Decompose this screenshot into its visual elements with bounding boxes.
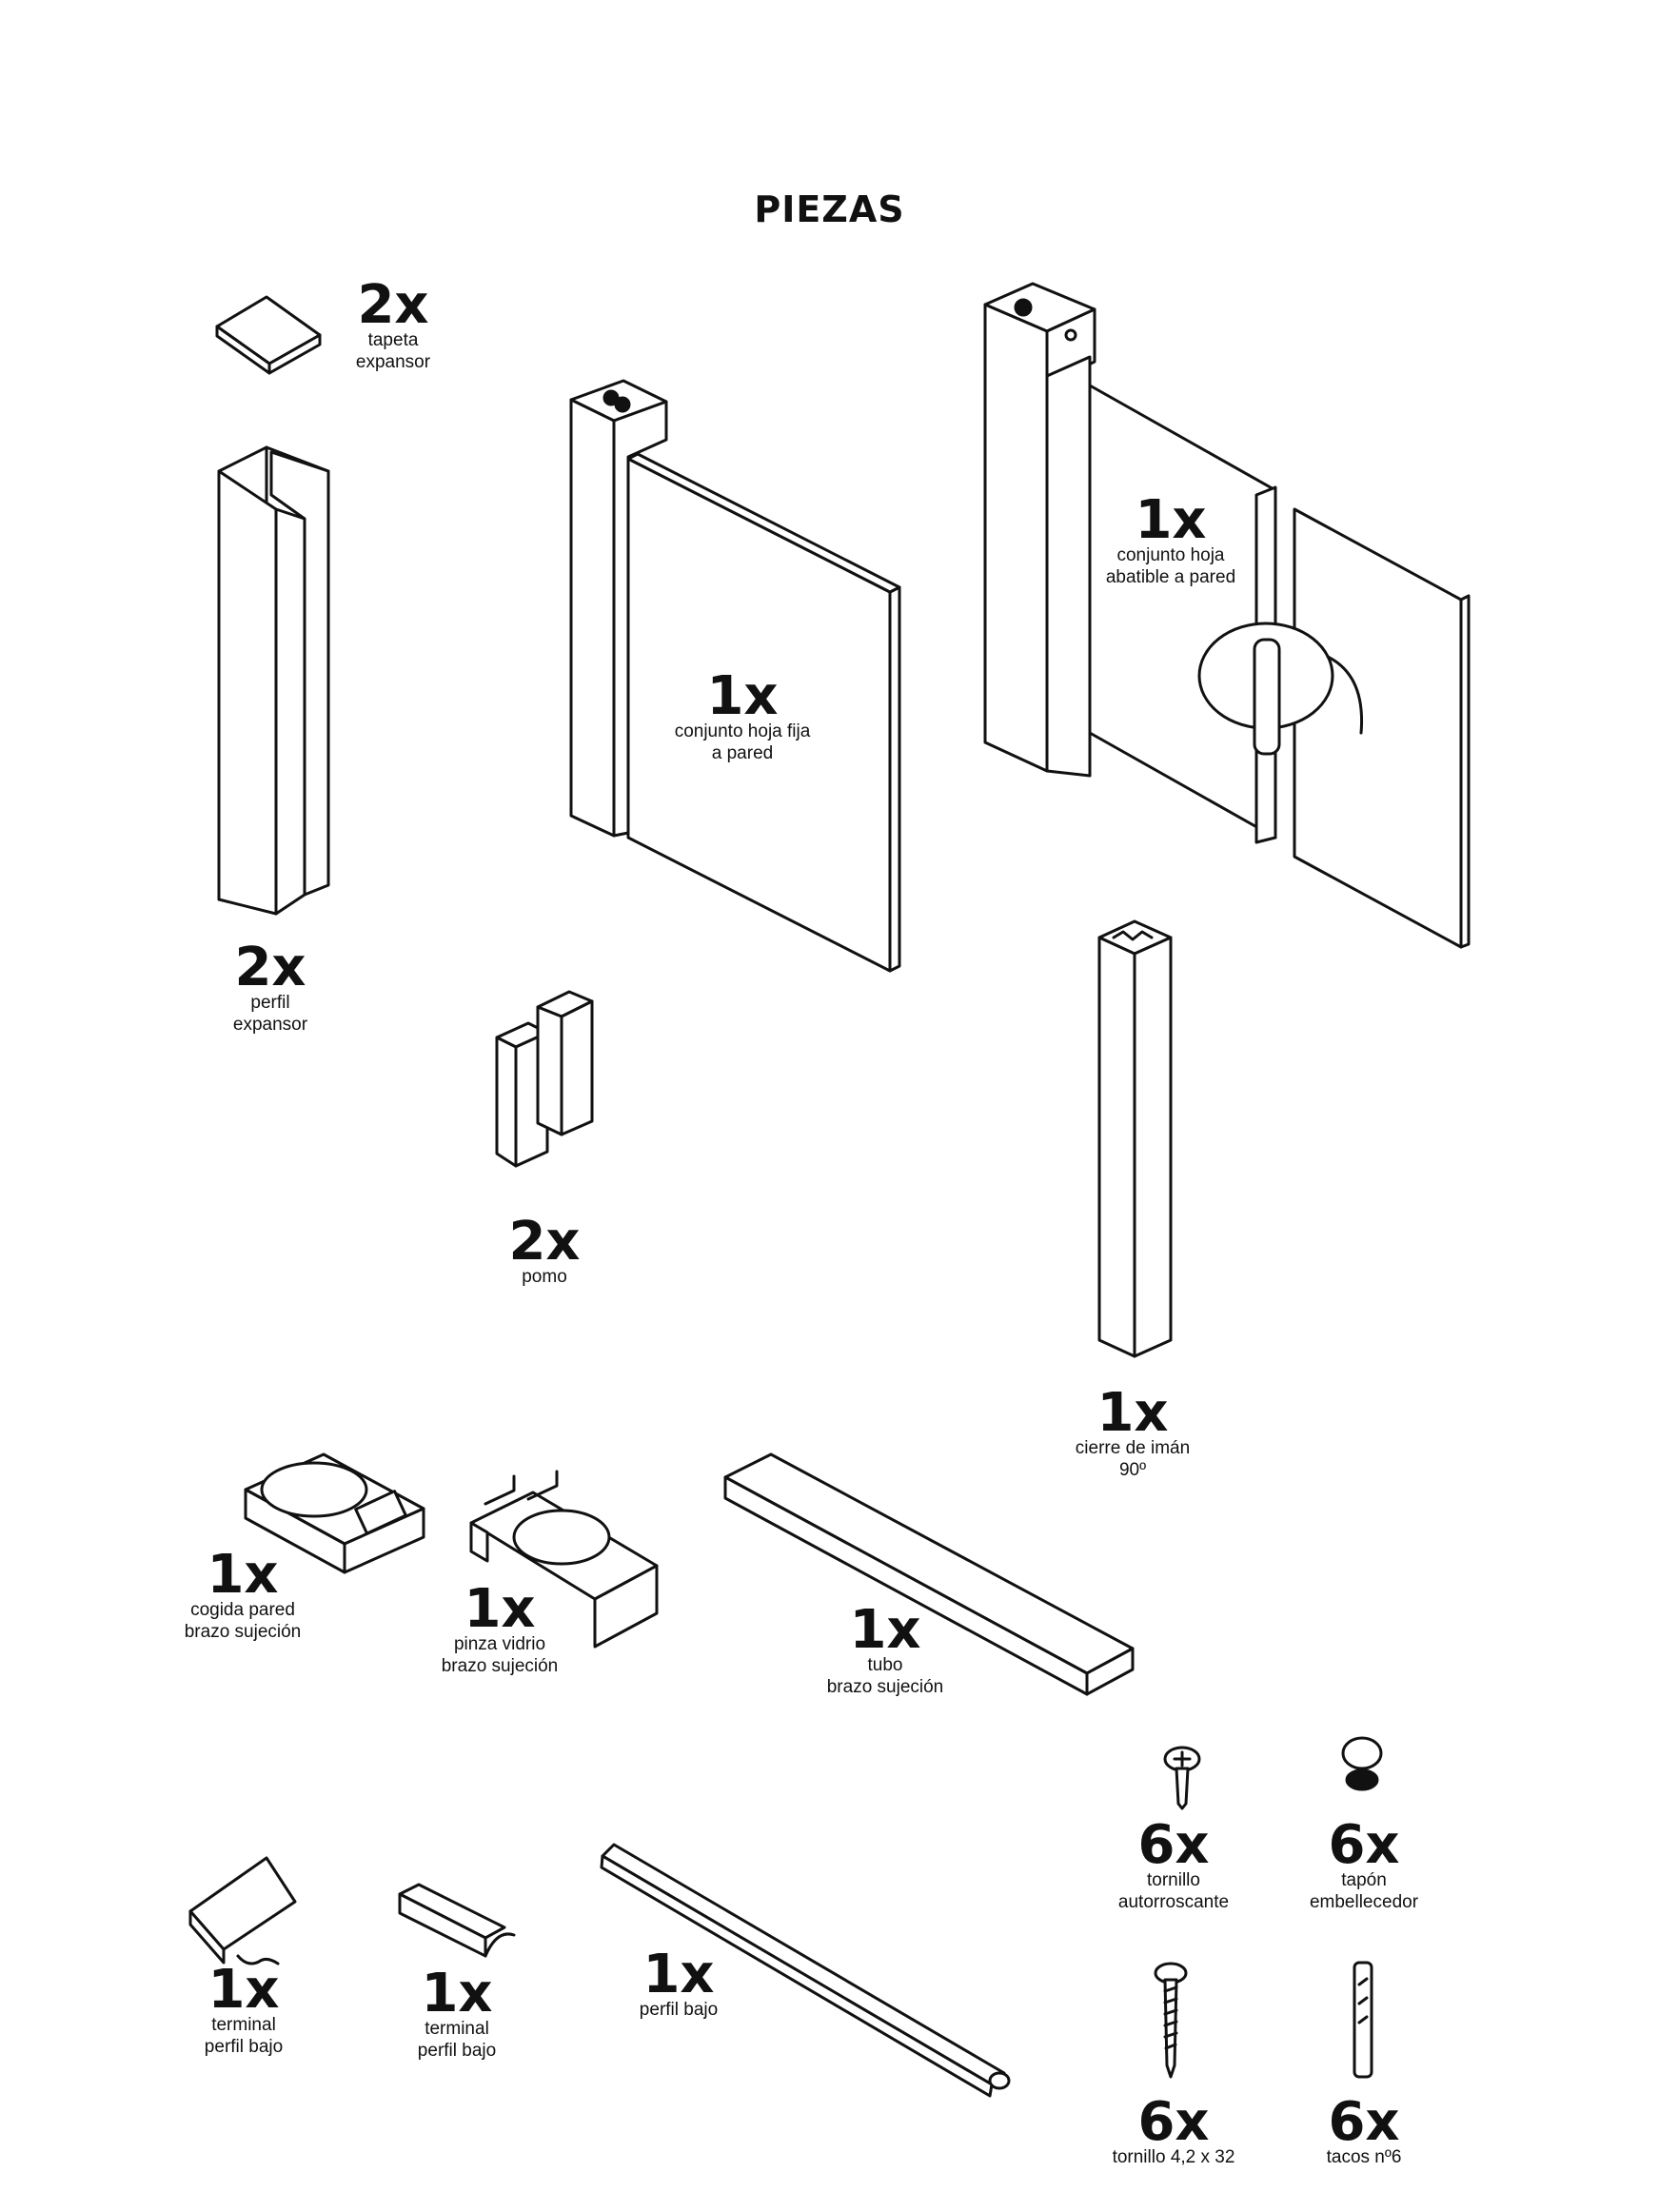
- tacos-n6-drawing: [1353, 1961, 1373, 2079]
- part-name: conjunto hoja fija: [674, 721, 811, 742]
- part-name: brazo sujeción: [184, 1621, 302, 1642]
- tapeta-expansor-drawing: [215, 295, 322, 375]
- quantity: 1x: [207, 1544, 279, 1606]
- part-label-terminal-perfil-bajo-2: 1x terminal perfil bajo: [417, 1963, 497, 2062]
- part-name: tapón: [1341, 1870, 1387, 1891]
- part-name: perfil bajo: [639, 2000, 719, 2021]
- part-name: abatible a pared: [1105, 566, 1236, 587]
- quantity: 2x: [234, 937, 306, 998]
- perfil-expansor-drawing: [217, 445, 330, 916]
- quantity: 1x: [642, 1944, 715, 2005]
- part-name: brazo sujeción: [826, 1676, 944, 1697]
- part-label-pinza-vidrio: 1x pinza vidrio brazo sujeción: [441, 1578, 559, 1677]
- tornillo-autorroscante-drawing: [1163, 1746, 1201, 1810]
- part-name: cogida pared: [190, 1600, 295, 1621]
- part-name: perfil bajo: [417, 2040, 497, 2061]
- quantity: 6x: [1137, 1814, 1210, 1876]
- page-title: PIEZAS: [754, 188, 905, 230]
- part-name: brazo sujeción: [441, 1655, 559, 1676]
- part-name: embellecedor: [1309, 1891, 1419, 1912]
- part-label-tubo: 1x tubo brazo sujeción: [826, 1599, 944, 1698]
- quantity: 2x: [357, 274, 429, 336]
- quantity: 1x: [849, 1599, 921, 1661]
- tapon-embellecedor-drawing: [1341, 1736, 1383, 1791]
- part-label-tacos-n6: 6x tacos nº6: [1326, 2091, 1402, 2169]
- part-label-conjunto-hoja-abatible: 1x conjunto hoja abatible a pared: [1105, 489, 1236, 588]
- part-name: terminal: [425, 2019, 489, 2040]
- perfil-bajo-drawing: [600, 1843, 1011, 2098]
- part-name: perfil: [250, 993, 290, 1014]
- terminal-perfil-bajo-2-drawing: [398, 1883, 516, 1958]
- part-label-tornillo-autorroscante: 6x tornillo autorroscante: [1117, 1814, 1230, 1913]
- tornillo-4-2x32-drawing: [1154, 1962, 1188, 2079]
- part-name: tapeta: [367, 330, 419, 351]
- pinza-vidrio-drawing: [469, 1470, 659, 1649]
- part-name: tornillo 4,2 x 32: [1112, 2147, 1235, 2168]
- quantity: 1x: [706, 665, 779, 727]
- quantity: 1x: [1096, 1382, 1169, 1444]
- part-name: perfil bajo: [204, 2036, 284, 2057]
- cierre-de-iman-drawing: [1097, 919, 1173, 1358]
- part-name: cierre de imán: [1075, 1438, 1191, 1459]
- quantity: 6x: [1328, 2091, 1400, 2153]
- part-label-cogida-pared: 1x cogida pared brazo sujeción: [184, 1544, 302, 1643]
- part-name: expansor: [232, 1014, 308, 1035]
- part-name: tacos nº6: [1326, 2147, 1402, 2168]
- part-label-perfil-expansor: 2x perfil expansor: [232, 937, 308, 1036]
- pomo-drawing: [495, 990, 594, 1168]
- part-name: terminal: [211, 2015, 276, 2036]
- part-name: pomo: [522, 1267, 567, 1288]
- quantity: 1x: [1135, 489, 1207, 551]
- quantity: 1x: [207, 1959, 280, 2021]
- terminal-perfil-bajo-1-drawing: [188, 1856, 297, 1965]
- conjunto-hoja-abatible-drawing: [983, 282, 1471, 949]
- quantity: 6x: [1328, 1814, 1400, 1876]
- tubo-drawing: [723, 1452, 1135, 1696]
- part-name: expansor: [355, 351, 431, 372]
- quantity: 6x: [1137, 2091, 1210, 2153]
- quantity: 2x: [508, 1211, 581, 1273]
- cogida-pared-drawing: [244, 1452, 425, 1574]
- part-name: tubo: [867, 1655, 903, 1676]
- part-name: tornillo: [1147, 1870, 1200, 1891]
- part-name: 90º: [1118, 1459, 1147, 1480]
- part-label-pomo: 2x pomo: [508, 1211, 581, 1289]
- part-label-cierre-de-iman: 1x cierre de imán 90º: [1075, 1382, 1191, 1481]
- part-name: autorroscante: [1117, 1891, 1230, 1912]
- conjunto-hoja-fija-drawing: [569, 379, 901, 973]
- quantity: 1x: [421, 1963, 493, 2024]
- part-name: a pared: [711, 742, 774, 763]
- quantity: 1x: [464, 1578, 536, 1640]
- part-label-terminal-perfil-bajo-1: 1x terminal perfil bajo: [204, 1959, 284, 2058]
- part-label-tapon-embellecedor: 6x tapón embellecedor: [1309, 1814, 1419, 1913]
- part-label-conjunto-hoja-fija: 1x conjunto hoja fija a pared: [674, 665, 811, 764]
- part-name: conjunto hoja: [1116, 545, 1225, 566]
- part-label-tornillo-4-2x32: 6x tornillo 4,2 x 32: [1112, 2091, 1235, 2169]
- part-label-tapeta-expansor: 2x tapeta expansor: [355, 274, 431, 373]
- part-name: pinza vidrio: [453, 1634, 546, 1655]
- part-label-perfil-bajo: 1x perfil bajo: [639, 1944, 719, 2022]
